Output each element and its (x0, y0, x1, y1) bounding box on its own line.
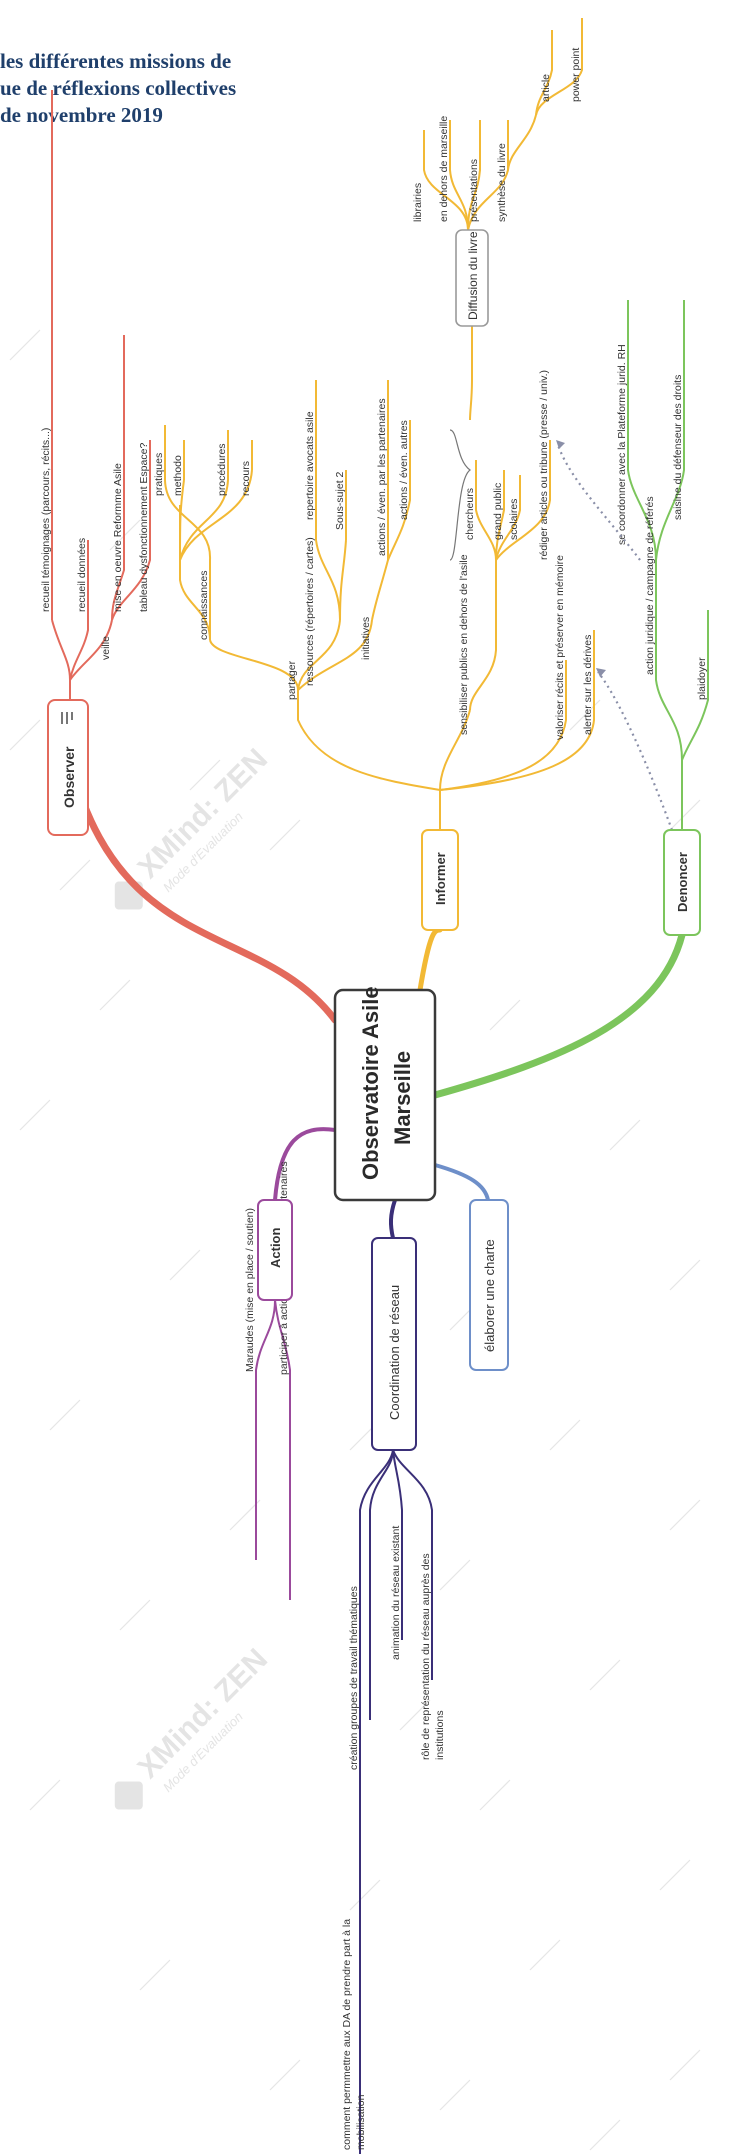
watermark-top: XMind: ZEN Mode d'Evaluation (114, 743, 274, 910)
leaf-mise-en-oeuvre: mise en oeuvre Reformme Asile (112, 463, 124, 612)
node-center[interactable]: Observatoire Asile Marseille (333, 986, 437, 1202)
leaf-sensibiliser: sensibiliser publics en dehors de l'asil… (458, 554, 470, 735)
leaf-power-point: power point (570, 48, 582, 102)
leaf-tableau: tableau dysfonctionnement Espace? (138, 443, 150, 612)
leaf-connaissances: connaissances (198, 571, 210, 640)
leaf-valoriser: valoriser récits et préserver en mémoire (554, 555, 566, 740)
leaf-se-coordonner: se coordonner avec la Plateforme jurid. … (616, 344, 628, 545)
leaf-role-line-2: institutions (434, 1710, 446, 1760)
leaf-presentations: présentations (468, 159, 480, 222)
background-hatching (9, 329, 701, 2151)
leaf-comment-line-1: comment permmettre aux DA de prendre par… (341, 1919, 353, 2150)
notes-icon (61, 712, 73, 724)
title-line-3: de novembre 2019 (0, 103, 163, 127)
node-diffusion[interactable]: Diffusion du livre (455, 229, 489, 327)
leaf-recours: recours (240, 461, 252, 496)
watermark-bottom: XMind: ZEN Mode d'Evaluation (114, 1643, 274, 1810)
watermark-brand: XMind: ZEN (132, 1643, 274, 1785)
leaf-pratiques: pratiques (153, 453, 165, 496)
title-line-1: les différentes missions de (0, 49, 232, 73)
leaf-recueil-donnees: recueil données (76, 538, 88, 612)
center-title-line-2: Marseille (390, 1051, 415, 1145)
leaf-actions-partenaires: actions / éven. par les partenaires (376, 398, 388, 556)
leaf-methodo: methodo (172, 455, 184, 496)
action-subtree (255, 1299, 291, 1600)
node-charte[interactable]: élaborer une charte (469, 1199, 509, 1371)
leaf-sous-sujet: Sous-sujet 2 (334, 471, 346, 530)
node-denoncer[interactable]: Denoncer (663, 829, 701, 936)
observer-subtree (51, 90, 151, 700)
leaf-partager: partager (286, 660, 298, 700)
leaf-creation: création groupes de travail thématiques (348, 1586, 360, 1770)
leaf-scolaires: scolaires (508, 499, 520, 540)
leaf-grand-public: grand public (492, 483, 504, 540)
node-charte-label: élaborer une charte (482, 1239, 497, 1352)
center-title-line-1: Observatoire Asile (358, 986, 383, 1180)
leaf-saisine: saisine du défenseur des droits (672, 375, 684, 520)
node-coordination-label: Coordination de réseau (387, 1285, 402, 1420)
informer-subtree (164, 18, 595, 830)
leaf-action-juridique: action juridique / campagne de référés (644, 496, 656, 675)
document-title: les différentes missions de ue de réflex… (0, 48, 380, 129)
coordination-subtree (359, 1449, 433, 2154)
leaf-procedures: procédures (216, 443, 228, 496)
node-informer-label: Informer (433, 852, 448, 905)
leaf-actions-autres: actions / éven. autres (398, 420, 410, 520)
leaf-chercheurs: chercheurs (464, 488, 476, 540)
main-connectors (66, 756, 686, 1240)
node-observer[interactable]: Observer (47, 699, 89, 836)
node-action[interactable]: Action (257, 1199, 293, 1301)
diffusion-bracket (449, 429, 472, 561)
node-diffusion-label: Diffusion du livre (466, 231, 480, 320)
leaf-plaidoyer: plaidoyer (696, 657, 708, 700)
leaf-ressources: ressources (répertoires / cartes) (304, 537, 316, 686)
node-denoncer-label: Denoncer (675, 852, 690, 912)
leaf-librairies: librairies (412, 183, 424, 222)
node-coordination[interactable]: Coordination de réseau (371, 1237, 417, 1451)
leaf-maraudes: Maraudes (mise en place / soutien) (244, 1208, 256, 1372)
leaf-en-dehors: en dehors de marseille (438, 116, 450, 222)
arrowhead-icon (556, 440, 606, 677)
leaf-role-line-1: rôle de représentation du réseau auprès … (420, 1553, 432, 1760)
leaf-rediger: rédiger articles ou tribune (presse / un… (538, 370, 550, 560)
watermark-brand: XMind: ZEN (132, 743, 274, 885)
leaf-animation: animation du réseau existant (390, 1526, 402, 1660)
leaf-recueil-temoignages: recueil témoignages (parcours, récits...… (40, 428, 52, 612)
node-action-label: Action (268, 1228, 283, 1269)
node-informer[interactable]: Informer (421, 829, 459, 931)
leaf-synthese: synthèse du livre (496, 143, 508, 222)
leaf-comment-line-2: mobilisation (355, 2094, 367, 2150)
title-line-2: ue de réflexions collectives (0, 76, 237, 100)
leaf-article: article (540, 74, 552, 102)
leaf-alerter: alerter sur les dérives (582, 635, 594, 735)
denoncer-subtree (627, 300, 709, 830)
leaf-repertoire-avocats: repertoire avocats asile (304, 411, 316, 520)
watermark-logo-icon (114, 1781, 143, 1810)
node-observer-label: Observer (61, 746, 77, 808)
leaf-veille: veille (100, 636, 112, 660)
leaf-initiatives: initiatives (360, 617, 372, 660)
